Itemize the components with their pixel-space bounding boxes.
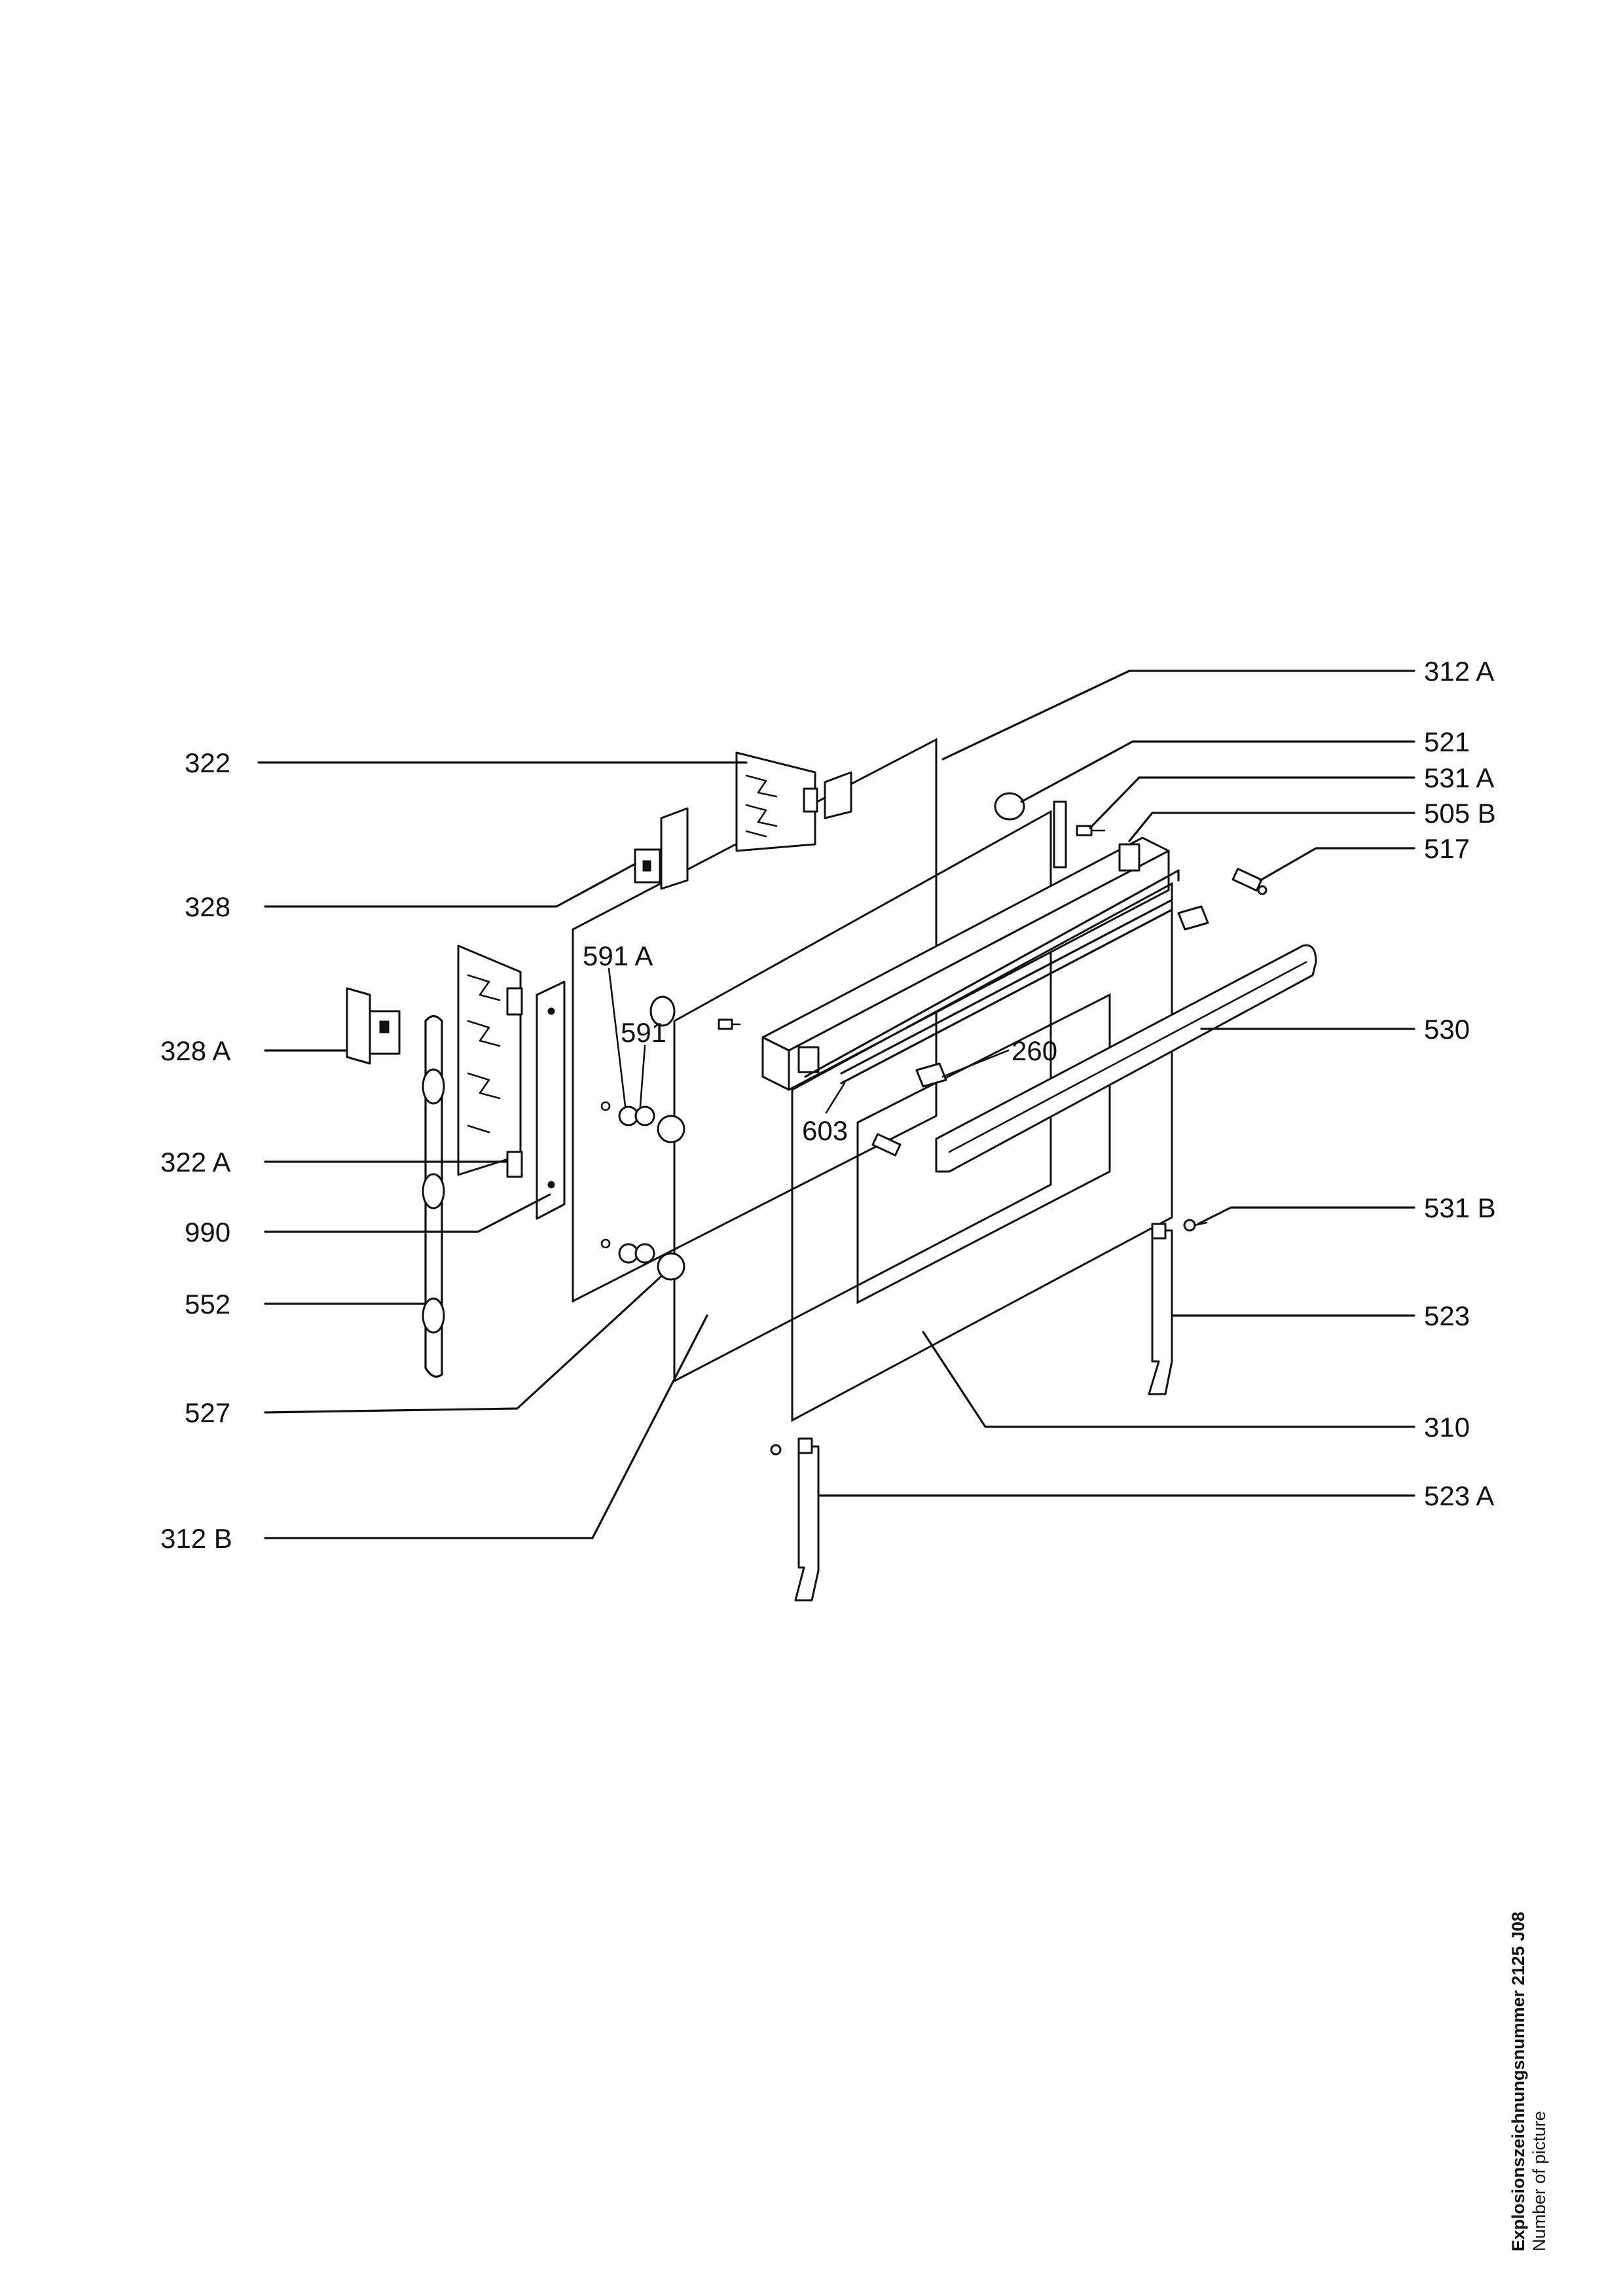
label-527: 527 — [185, 1397, 230, 1428]
leader-310 — [922, 1331, 1415, 1428]
clip-328 — [634, 807, 689, 890]
label-531a: 531 A — [1424, 762, 1494, 793]
leader-531a — [1089, 776, 1415, 829]
label-312a: 312 A — [1424, 656, 1494, 687]
label-310: 310 — [1424, 1412, 1470, 1443]
hinge-arm-523 — [1148, 1223, 1173, 1395]
label-523a: 523 A — [1424, 1480, 1494, 1511]
leader-517 — [1259, 847, 1415, 882]
profile-bar-505b — [761, 800, 1170, 1091]
cap-521 — [994, 792, 1025, 821]
label-322: 322 — [185, 747, 230, 778]
label-505b: 505 B — [1424, 798, 1496, 829]
label-603: 603 — [802, 1115, 848, 1146]
parts-drawing — [346, 738, 1317, 1602]
label-531b: 531 B — [1424, 1193, 1496, 1223]
leader-521 — [1020, 740, 1415, 803]
leader-260 — [941, 1049, 1010, 1078]
label-552: 552 — [185, 1289, 230, 1319]
picture-caption: Number of picture — [1529, 2111, 1549, 2251]
label-260: 260 — [1012, 1035, 1057, 1066]
grommets-591 — [600, 996, 685, 1281]
screw-531b — [1183, 1219, 1208, 1232]
pin-517 — [1231, 867, 1267, 895]
pin-left — [871, 1133, 902, 1157]
label-328: 328 — [185, 891, 230, 922]
front-door-310 — [791, 869, 1180, 1422]
hinge-bracket-322a — [457, 944, 523, 1178]
leader-603 — [825, 1082, 846, 1114]
clip-260 — [915, 1062, 947, 1088]
leader-591a — [608, 967, 627, 1107]
leader-328 — [264, 863, 636, 908]
leader-591 — [639, 1045, 646, 1107]
label-523: 523 — [1424, 1300, 1470, 1331]
screw-531a — [1076, 825, 1106, 836]
rod-552 — [422, 1014, 445, 1378]
label-517: 517 — [1424, 833, 1470, 864]
middle-glass-panel-312b — [673, 810, 1052, 1383]
hinge-bracket-322 — [735, 751, 852, 852]
hinge-arm-523a — [770, 1437, 820, 1602]
label-591a: 591 A — [583, 941, 653, 971]
strip-990 — [536, 980, 566, 1220]
clip-upper-right — [1177, 905, 1209, 931]
door-handle-530 — [935, 944, 1317, 1173]
leader-527 — [264, 1275, 663, 1414]
label-521: 521 — [1424, 726, 1470, 757]
label-312b: 312 B — [160, 1523, 232, 1554]
label-328a: 328 A — [160, 1035, 230, 1066]
label-990: 990 — [185, 1217, 230, 1247]
picture-reference-block: Explosionszeichnungsnummer 2125 J08 Numb… — [1508, 1912, 1550, 2251]
clip-328a — [346, 987, 401, 1065]
screw-top-left — [718, 1018, 741, 1030]
leader-505b — [1128, 812, 1415, 842]
leader-lines — [257, 670, 1415, 1539]
part-labels: 322 328 328 A 322 A 990 552 527 312 B 31… — [160, 656, 1496, 1554]
leader-312b — [264, 1314, 708, 1539]
leader-990 — [264, 1193, 551, 1233]
strip-603 — [840, 899, 1173, 1085]
leader-531b — [1197, 1206, 1415, 1225]
picture-number: Explosionszeichnungsnummer 2125 J08 — [1508, 1911, 1528, 2251]
label-530: 530 — [1424, 1014, 1470, 1045]
label-591: 591 — [621, 1017, 666, 1048]
leader-312a — [941, 670, 1415, 761]
label-322a: 322 A — [160, 1147, 230, 1177]
